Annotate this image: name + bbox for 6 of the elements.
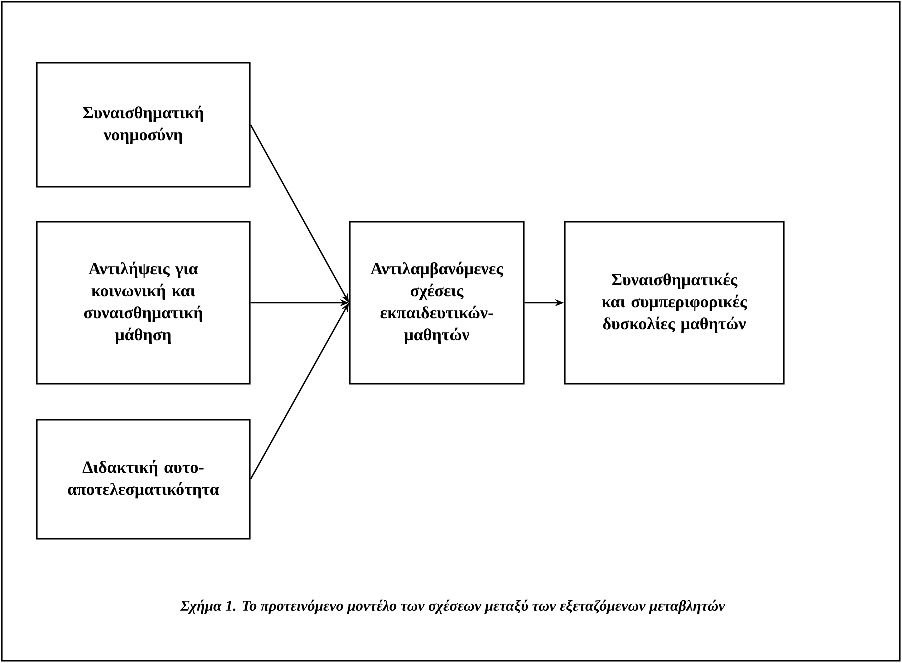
process-box: Συναισθηματικές και συμπεριφορικές δυσκολίες μαθητών: [564, 221, 785, 385]
process-box: Συναισθηματική νοημοσύνη: [36, 62, 251, 188]
caption: Σχήμα 1. Το προτεινόμενο μοντέλο των σχέσεων μεταξύ των εξεταζόμενων μεταβλητών: [180, 600, 726, 614]
process-box: Διδακτική αυτο-αποτελεσματικότητα: [36, 419, 251, 540]
process-box: Αντιλαμβανόμενες σχέσεις εκπαιδευτικών-μαθητών: [349, 221, 525, 385]
process-box: Αντιλήψεις για κοινωνική και συναισθηματική μάθηση: [36, 221, 251, 385]
